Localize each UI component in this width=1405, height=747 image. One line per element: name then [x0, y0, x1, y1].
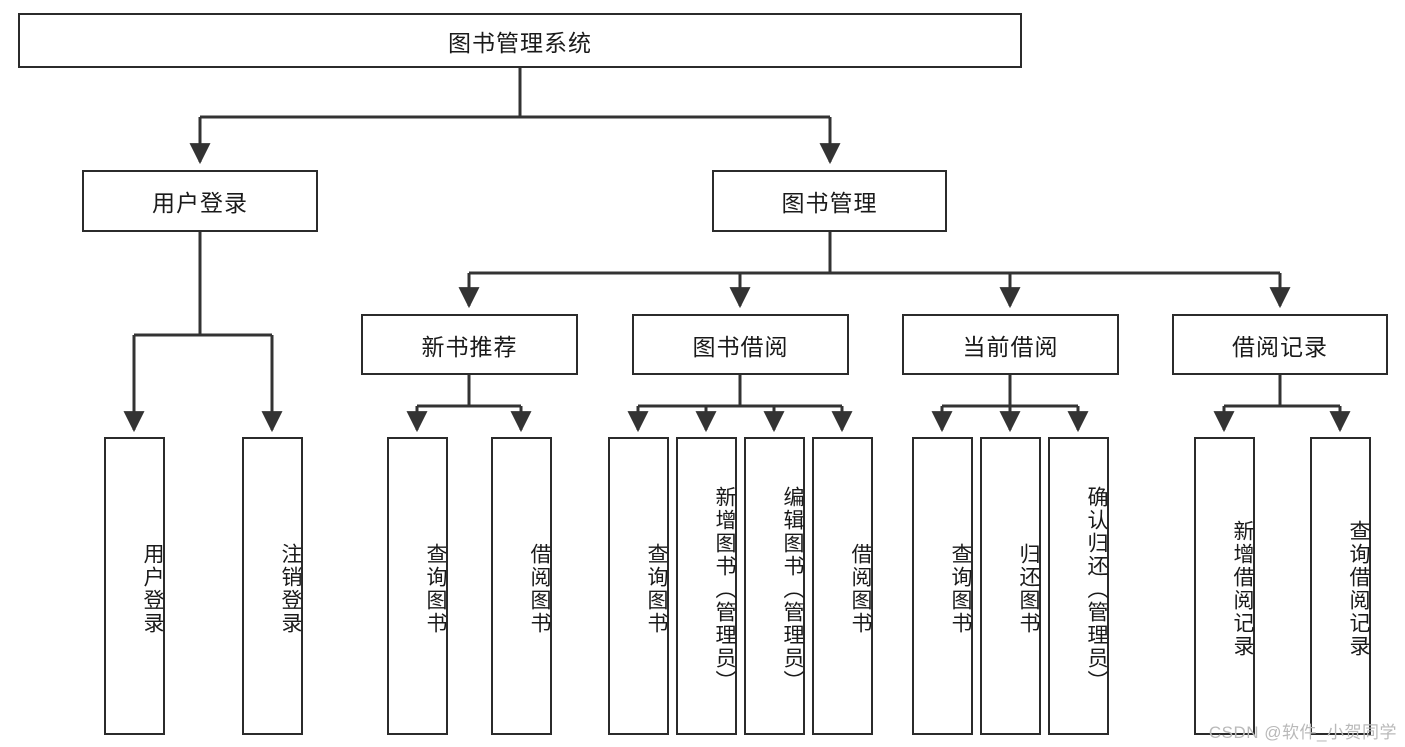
node-label: 借阅记录: [1232, 333, 1328, 360]
node-label: 编辑图书（管理员）: [781, 485, 804, 693]
node-label: 查询图书: [424, 543, 447, 635]
leaf-book-borrow-edit[interactable]: 编辑图书（管理员）: [744, 437, 805, 735]
node-label: 归还图书: [1017, 543, 1040, 635]
node-label: 查询借阅记录: [1347, 520, 1370, 658]
node-new-book-recommend[interactable]: 新书推荐: [361, 314, 578, 375]
watermark: CSDN @软件_小贺同学: [1208, 723, 1397, 742]
node-label: 用户登录: [152, 190, 248, 216]
node-label: 查询图书: [645, 543, 668, 635]
node-label: 用户登录: [141, 543, 164, 635]
leaf-borrow-record-add[interactable]: 新增借阅记录: [1194, 437, 1255, 735]
node-label: 确认归还（管理员）: [1085, 485, 1108, 693]
node-label: 借阅图书: [528, 543, 551, 635]
node-label: 图书借阅: [692, 333, 789, 360]
leaf-new-book-borrow[interactable]: 借阅图书: [491, 437, 552, 735]
leaf-current-borrow-confirm-return[interactable]: 确认归还（管理员）: [1048, 437, 1109, 735]
node-label: 新书推荐: [421, 333, 518, 360]
node-user-login[interactable]: 用户登录: [82, 170, 318, 232]
node-label: 新增图书（管理员）: [713, 485, 736, 693]
node-borrow-record[interactable]: 借阅记录: [1172, 314, 1388, 375]
node-book-borrow[interactable]: 图书借阅: [632, 314, 849, 375]
leaf-current-borrow-query[interactable]: 查询图书: [912, 437, 973, 735]
leaf-user-login-signin[interactable]: 用户登录: [104, 437, 165, 735]
node-label: 图书管理系统: [448, 29, 592, 56]
leaf-new-book-query[interactable]: 查询图书: [387, 437, 448, 735]
leaf-current-borrow-return[interactable]: 归还图书: [980, 437, 1041, 735]
node-root-library-system[interactable]: 图书管理系统: [18, 13, 1022, 68]
node-label: 注销登录: [279, 543, 302, 635]
leaf-borrow-record-query[interactable]: 查询借阅记录: [1310, 437, 1371, 735]
node-label: 查询图书: [949, 543, 972, 635]
node-label: 新增借阅记录: [1231, 520, 1254, 658]
node-label: 借阅图书: [849, 543, 872, 635]
leaf-book-borrow-lend[interactable]: 借阅图书: [812, 437, 873, 735]
node-label: 当前借阅: [962, 333, 1059, 360]
leaf-book-borrow-query[interactable]: 查询图书: [608, 437, 669, 735]
leaf-book-borrow-add[interactable]: 新增图书（管理员）: [676, 437, 737, 735]
node-current-borrow[interactable]: 当前借阅: [902, 314, 1119, 375]
node-label: 图书管理: [781, 190, 878, 216]
leaf-user-login-signout[interactable]: 注销登录: [242, 437, 303, 735]
node-book-management[interactable]: 图书管理: [712, 170, 947, 232]
